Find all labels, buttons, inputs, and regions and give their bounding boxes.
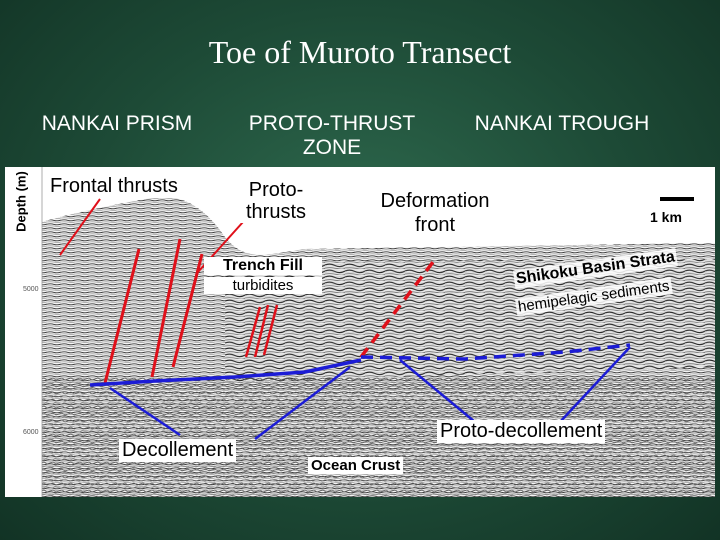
zone-nankai-prism: NANKAI PRISM: [22, 112, 212, 136]
protothrust-3: [262, 304, 279, 356]
decollement-pointer-1: [109, 386, 181, 437]
zone-protothrust: PROTO-THRUST ZONE: [222, 112, 442, 160]
zone-nankai-prism-label: NANKAI PRISM: [41, 112, 193, 135]
deformation-front-label-line1: Deformation: [380, 190, 490, 212]
zone-nankai-trough-label: NANKAI TROUGH: [474, 112, 650, 135]
frontal-thrusts-label: Frontal thrusts: [48, 175, 180, 198]
deformation-front-label: Deformation front: [367, 189, 503, 237]
decollement-line: [89, 358, 362, 387]
depth-tick-lower: 6000: [23, 429, 39, 436]
zone-protothrust-line1: PROTO-THRUST: [248, 112, 416, 135]
scale-bar: [660, 197, 694, 201]
deformation-front-label-line2: front: [414, 214, 456, 236]
proto-decollement-label: Proto-decollement: [437, 420, 606, 443]
protothrusts-label-line1: Proto-: [248, 179, 304, 201]
deformation-front: [359, 260, 435, 359]
frontal-thrust-1: [103, 248, 141, 384]
seismic-section: [5, 167, 715, 497]
frontal-thrusts-pointer: [59, 198, 101, 256]
trench-fill-label: Trench Fill: [204, 257, 322, 275]
depth-tick-upper: 5000: [23, 286, 39, 293]
proto-decollement-pointer-2: [559, 346, 631, 423]
slide-title: Toe of Muroto Transect: [208, 34, 512, 70]
proto-decollement-line: [360, 343, 631, 361]
protothrusts-label: Proto- thrusts: [234, 179, 318, 223]
proto-decollement-pointer-1: [399, 359, 476, 423]
zone-nankai-trough: NANKAI TROUGH: [452, 112, 672, 136]
protothrusts-label-line2: thrusts: [245, 201, 307, 223]
depth-axis-label: Depth (m): [13, 171, 29, 232]
decollement-pointer-2: [254, 366, 351, 440]
protothrust-2: [253, 304, 270, 358]
scale-label: 1 km: [648, 209, 684, 225]
decollement-label: Decollement: [119, 439, 237, 462]
frontal-thrust-2: [150, 238, 182, 378]
zone-protothrust-line2: ZONE: [302, 136, 362, 159]
protothrust-1: [244, 306, 262, 358]
frontal-thrust-3: [171, 253, 204, 368]
turbidites-label: turbidites: [204, 277, 322, 294]
ocean-crust-label: Ocean Crust: [308, 457, 404, 474]
seismic-panel: Depth (m) 5000 6000 Frontal thrusts Prot…: [5, 167, 715, 497]
